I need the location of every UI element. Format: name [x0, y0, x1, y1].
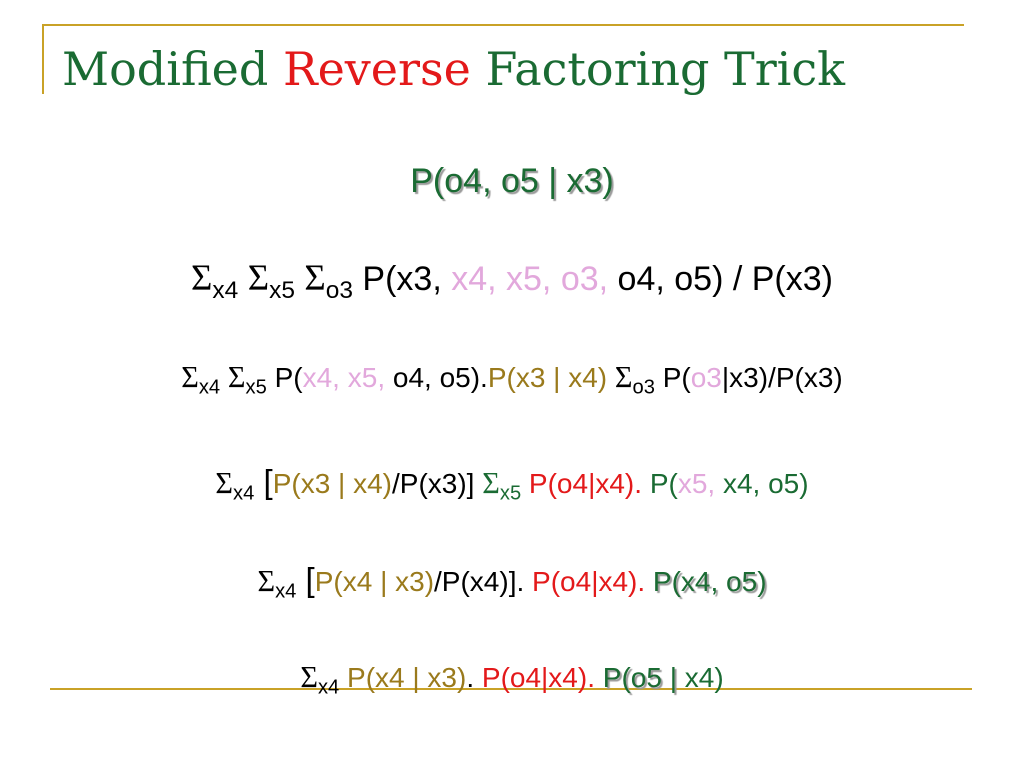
- subscript: x4: [233, 482, 255, 505]
- subscript: x4: [317, 676, 340, 699]
- equation-term: [: [296, 562, 315, 599]
- sigma-symbol: Σ: [614, 360, 633, 394]
- equation-line-4: Σx4 [P(x3 | x4)/P(x3)] Σx5 P(o4|x4). P(x…: [0, 464, 1024, 505]
- subscript: x4: [275, 580, 297, 603]
- equation-term: /P(x3)]: [392, 468, 475, 499]
- equation-term: P(x3 | x4): [272, 468, 392, 499]
- equation-term: x4, x5, o3,: [451, 260, 618, 298]
- equation-term: x4): [684, 662, 724, 693]
- equation-term: [: [254, 464, 273, 501]
- equation-term: o4, o5) / P(x3): [617, 260, 833, 298]
- equation-term: |x3)/P(x3): [721, 362, 843, 393]
- sigma-symbol: Σ: [482, 466, 500, 500]
- sigma-symbol: Σ: [257, 564, 276, 598]
- equation-term: P(x4 | x3): [347, 662, 467, 693]
- title-part-factoring-trick: Factoring Trick: [485, 42, 846, 96]
- equation-line-2: Σx4 Σx5 Σo3 P(x3, x4, x5, o3, o4, o5) / …: [0, 256, 1024, 303]
- equation-term: P(o4|x4).: [481, 662, 603, 693]
- equation-line-6: Σx4 P(x4 | x3). P(o4|x4). P(o5 | x4): [0, 660, 1024, 699]
- equation-term: P(: [654, 362, 691, 393]
- equation-term: P(x4, o5): [652, 566, 767, 597]
- title-part-reverse: Reverse: [282, 42, 471, 96]
- equation-line-5: Σx4 [P(x4 | x3)/P(x4)]. P(o4|x4). P(x4, …: [0, 562, 1024, 603]
- equation-term: P(x3,: [352, 260, 452, 298]
- equation-term: P(: [649, 468, 678, 499]
- equation-term: x5,: [677, 468, 723, 499]
- equation-term: .: [466, 662, 482, 693]
- equation-term: P(o4|x4).: [532, 566, 653, 597]
- equation-line-1: P(o4, o5 | x3): [0, 162, 1024, 201]
- top-rule: [42, 24, 964, 26]
- subscript: x5: [499, 482, 522, 505]
- subscript: x5: [269, 276, 295, 304]
- equation-term: P(o4|x4).: [521, 468, 650, 499]
- equation-term: [607, 362, 615, 393]
- sigma-symbol: Σ: [227, 360, 246, 394]
- subscript: x4: [198, 376, 221, 399]
- equation-term: P(o5 |: [602, 662, 685, 693]
- slide-title: Modified Reverse Factoring Trick: [62, 42, 845, 96]
- subscript: x4: [212, 276, 239, 304]
- sigma-symbol: Σ: [300, 660, 318, 694]
- equation-term: o4, o5).: [392, 362, 488, 393]
- title-part-modified: Modified: [62, 42, 269, 96]
- equation-line-3: Σx4 Σx5 P(x4, x5, o4, o5).P(x3 | x4) Σo3…: [0, 360, 1024, 399]
- subscript: o3: [325, 276, 353, 304]
- equation-term: [220, 362, 228, 393]
- equation-term: P(x3 | x4): [487, 362, 608, 393]
- sigma-symbol: Σ: [181, 360, 199, 394]
- equation-term: P(x4 | x3): [314, 566, 435, 597]
- equation-term: o3: [690, 362, 722, 393]
- equation-term: P(o4, o5 | x3): [410, 162, 614, 200]
- subscript: o3: [632, 376, 655, 399]
- left-rule: [42, 24, 44, 94]
- equation-term: /P(x4)].: [434, 566, 533, 597]
- bottom-rule: [50, 688, 972, 690]
- sigma-symbol: Σ: [304, 257, 326, 298]
- equation-term: [295, 260, 304, 298]
- sigma-symbol: Σ: [215, 466, 234, 500]
- subscript: x5: [245, 376, 267, 399]
- sigma-symbol: Σ: [247, 257, 270, 298]
- equation-term: P(: [266, 362, 303, 393]
- equation-term: x4, x5,: [302, 362, 393, 393]
- equation-term: [238, 260, 247, 298]
- sigma-symbol: Σ: [191, 257, 213, 298]
- equation-term: [339, 662, 347, 693]
- equation-term: x4, o5): [722, 468, 809, 499]
